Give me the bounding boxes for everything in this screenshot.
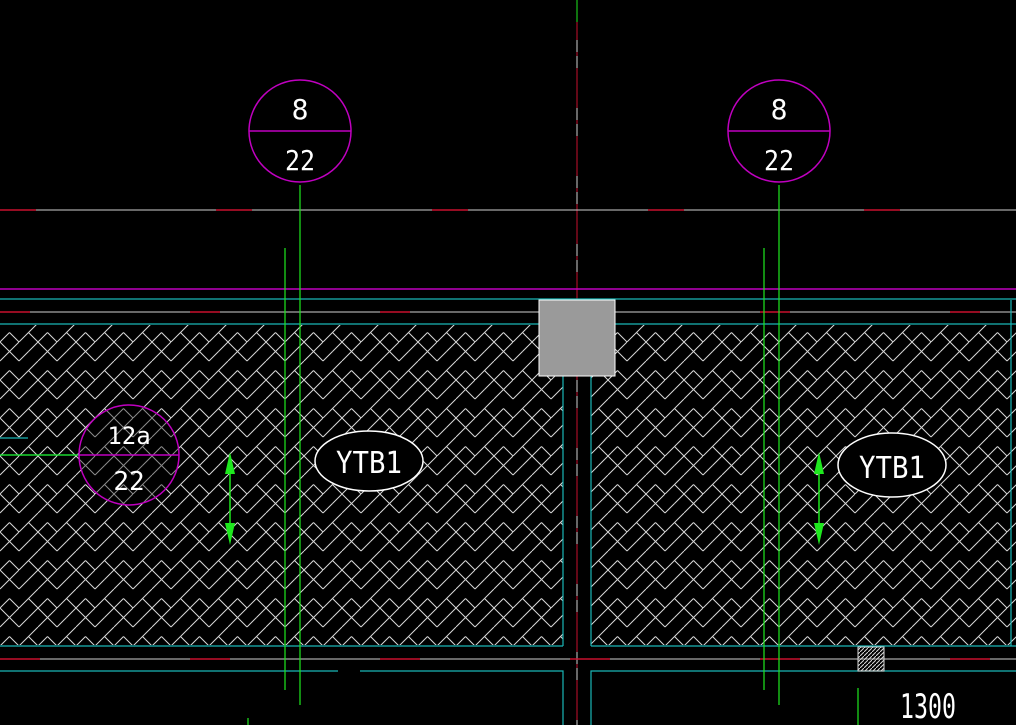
beam-marker-2[interactable]: 8 22 [727,79,831,183]
column-block[interactable] [538,299,616,377]
slab-label-left[interactable]: YTB1 [314,430,424,492]
dimension-text: 1300 [900,687,956,725]
slab-hatch-right [591,325,1016,645]
slab-label-right[interactable]: YTB1 [837,432,947,498]
beam-marker-1[interactable]: 8 22 [248,79,352,183]
beam-marker-1-bottom: 22 [285,144,315,177]
double-headed-arrow-icon [814,452,824,545]
green-leader-lines [0,185,859,725]
double-headed-arrow-icon [225,452,235,545]
slab-marker-top: 12a [107,422,150,450]
slab-marker[interactable]: 12a 22 [78,404,180,506]
slab-label-right-text: YTB1 [859,451,925,486]
slab-label-left-text: YTB1 [336,446,402,481]
slab-marker-bottom: 22 [113,467,144,497]
beam-marker-2-bottom: 22 [764,144,794,177]
slab-hatch-left [0,325,563,645]
hatched-square-icon [857,646,885,672]
beam-marker-2-top: 8 [771,93,788,126]
beam-marker-1-top: 8 [292,93,309,126]
